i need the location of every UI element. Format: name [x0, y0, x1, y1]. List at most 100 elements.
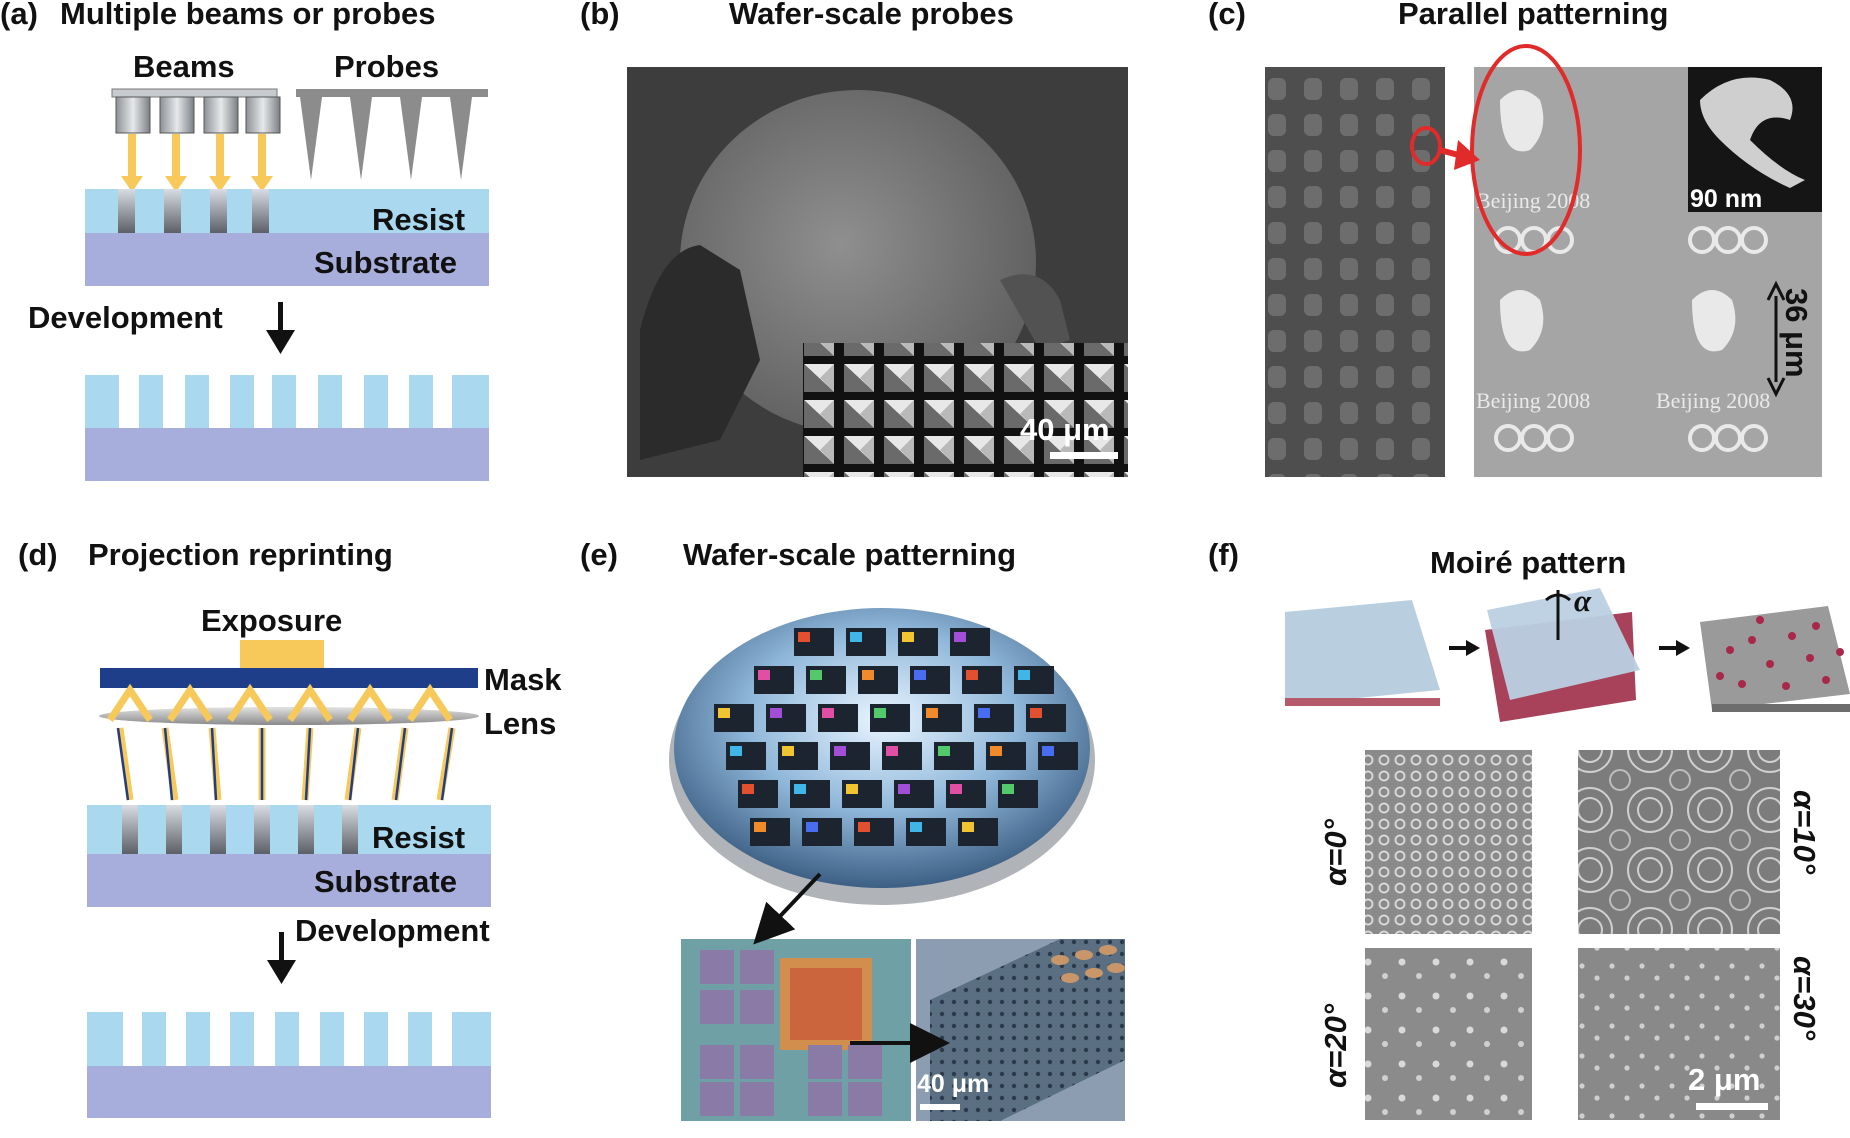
development-label-d: Development	[295, 913, 490, 948]
substrate-layer-d	[87, 854, 491, 907]
nanoarray-region	[930, 939, 1125, 1121]
panel-a-title: Multiple beams or probes	[60, 0, 436, 31]
f-arrow-1-head	[1466, 640, 1480, 656]
panel-d-title: Projection reprinting	[88, 537, 393, 572]
wafer-chip-color	[834, 746, 846, 756]
resist-layer	[85, 189, 489, 233]
wafer-chip-color	[730, 746, 742, 756]
panel-e-letter: (e)	[580, 537, 618, 572]
wafer-chip-color	[902, 632, 914, 642]
mask-layer	[100, 668, 478, 688]
panel-c-letter: (c)	[1208, 0, 1246, 31]
wafer-chip-color	[862, 670, 874, 680]
substrate-label-d: Substrate	[314, 864, 457, 899]
glove-thumb	[1000, 274, 1070, 350]
wafer-chip-color	[846, 784, 858, 794]
wafer-chip-color	[798, 632, 810, 642]
sem-alpha-20	[1365, 948, 1532, 1120]
chip-squares	[700, 950, 882, 1116]
resist-label: Resist	[372, 202, 465, 237]
panel-e-scale-label: 40 μm	[917, 1070, 989, 1098]
logo-text-3: Beijing 2008	[1656, 388, 1770, 413]
wafer-chip-color	[1042, 746, 1054, 756]
developed-resist-lines-d	[87, 1012, 491, 1066]
beijing-logos: Beijing 2008 Beijing 2008 Beijing 2008	[1476, 90, 1770, 452]
wafer-chip-color	[858, 822, 870, 832]
panel-b-scale-label: 40 μm	[1020, 412, 1110, 447]
projection-rays	[116, 727, 454, 801]
wafer-chip-color	[850, 632, 862, 642]
result-block	[1700, 606, 1850, 712]
mask-label: Mask	[484, 662, 562, 697]
wafer-chip-color	[954, 632, 966, 642]
exposure-source	[240, 640, 324, 668]
angle-label-10: α=10°	[1787, 790, 1822, 875]
angle-label-30: α=30°	[1787, 956, 1822, 1041]
panel-a: (a) Multiple beams or probes Beams Probe…	[0, 0, 489, 481]
panel-c-title: Parallel patterning	[1398, 0, 1668, 31]
objective-lenses	[115, 96, 281, 134]
exposed-regions	[118, 189, 269, 233]
panel-b-letter: (b)	[580, 0, 620, 31]
wafer-chip-color	[950, 784, 962, 794]
inset-scale-label: 90 nm	[1690, 185, 1762, 213]
panel-f: (f) Moiré pattern α	[1208, 537, 1850, 1120]
down-arrow-d	[267, 932, 296, 984]
height-scale-label: 36 μm	[1779, 288, 1814, 378]
projection-beams	[107, 683, 456, 801]
development-label: Development	[28, 300, 223, 335]
panel-e: (e) Wafer-scale patterning 40 μm	[580, 537, 1125, 1121]
red-circle-small	[1410, 126, 1442, 166]
wafer-chip-color	[910, 822, 922, 832]
panel-f-scale-bar	[1696, 1103, 1768, 1110]
zoom-arrow-1	[753, 872, 822, 945]
panel-c: (c) Parallel patterning Beijing 2008 Bei…	[1208, 0, 1822, 477]
wafer-chip-color	[898, 784, 910, 794]
substrate-label: Substrate	[314, 245, 457, 280]
wafer-chip-color	[1018, 670, 1030, 680]
lens-label: Lens	[484, 706, 556, 741]
wafer-chip-color	[1002, 784, 1014, 794]
sem-alpha-10	[1578, 750, 1780, 934]
wafer-chip-color	[742, 784, 754, 794]
panel-f-scale-label: 2 μm	[1688, 1062, 1760, 1097]
wafer-chip-color	[810, 670, 822, 680]
panel-e-scale-bar	[920, 1104, 960, 1110]
sem-alpha-30	[1578, 948, 1780, 1120]
wafer-chip-color	[914, 670, 926, 680]
wafer-chip-color	[990, 746, 1002, 756]
alpha-label: α	[1574, 583, 1592, 618]
objective-mount	[111, 88, 278, 98]
wafer-chip-color	[718, 708, 730, 718]
panel-f-title: Moiré pattern	[1430, 545, 1626, 580]
logo-text-2: Beijing 2008	[1476, 388, 1590, 413]
wafer-chip-color	[754, 822, 766, 832]
red-arrow-head	[1454, 140, 1480, 170]
wafer-chip-color	[806, 822, 818, 832]
inset-feature	[1700, 77, 1805, 188]
panel-b-scale-bar	[1050, 452, 1118, 459]
wafer-chip-color	[962, 822, 974, 832]
probes-label: Probes	[334, 49, 439, 84]
f-arrow-2-head	[1676, 640, 1690, 656]
angle-label-20: α=20°	[1318, 1003, 1353, 1088]
wafer-chip-color	[938, 746, 950, 756]
red-circle-large	[1470, 44, 1582, 256]
rotated-block	[1485, 588, 1640, 722]
panel-e-title: Wafer-scale patterning	[683, 537, 1016, 572]
wafer-chip-color	[966, 670, 978, 680]
beam-arrows	[121, 134, 273, 192]
wafer-chip-color	[1030, 708, 1042, 718]
angle-label-0: α=0°	[1318, 818, 1353, 886]
developed-substrate	[85, 428, 489, 481]
probe-array	[296, 89, 488, 180]
panel-d-letter: (d)	[18, 537, 58, 572]
wafer-chip-color	[926, 708, 938, 718]
down-arrow	[266, 302, 295, 354]
wafer-chip-color	[874, 708, 886, 718]
nanodisc-inset	[1051, 945, 1125, 983]
sem-alpha-0	[1365, 750, 1532, 934]
beams-label: Beams	[133, 49, 235, 84]
wafer-chip-color	[794, 784, 806, 794]
